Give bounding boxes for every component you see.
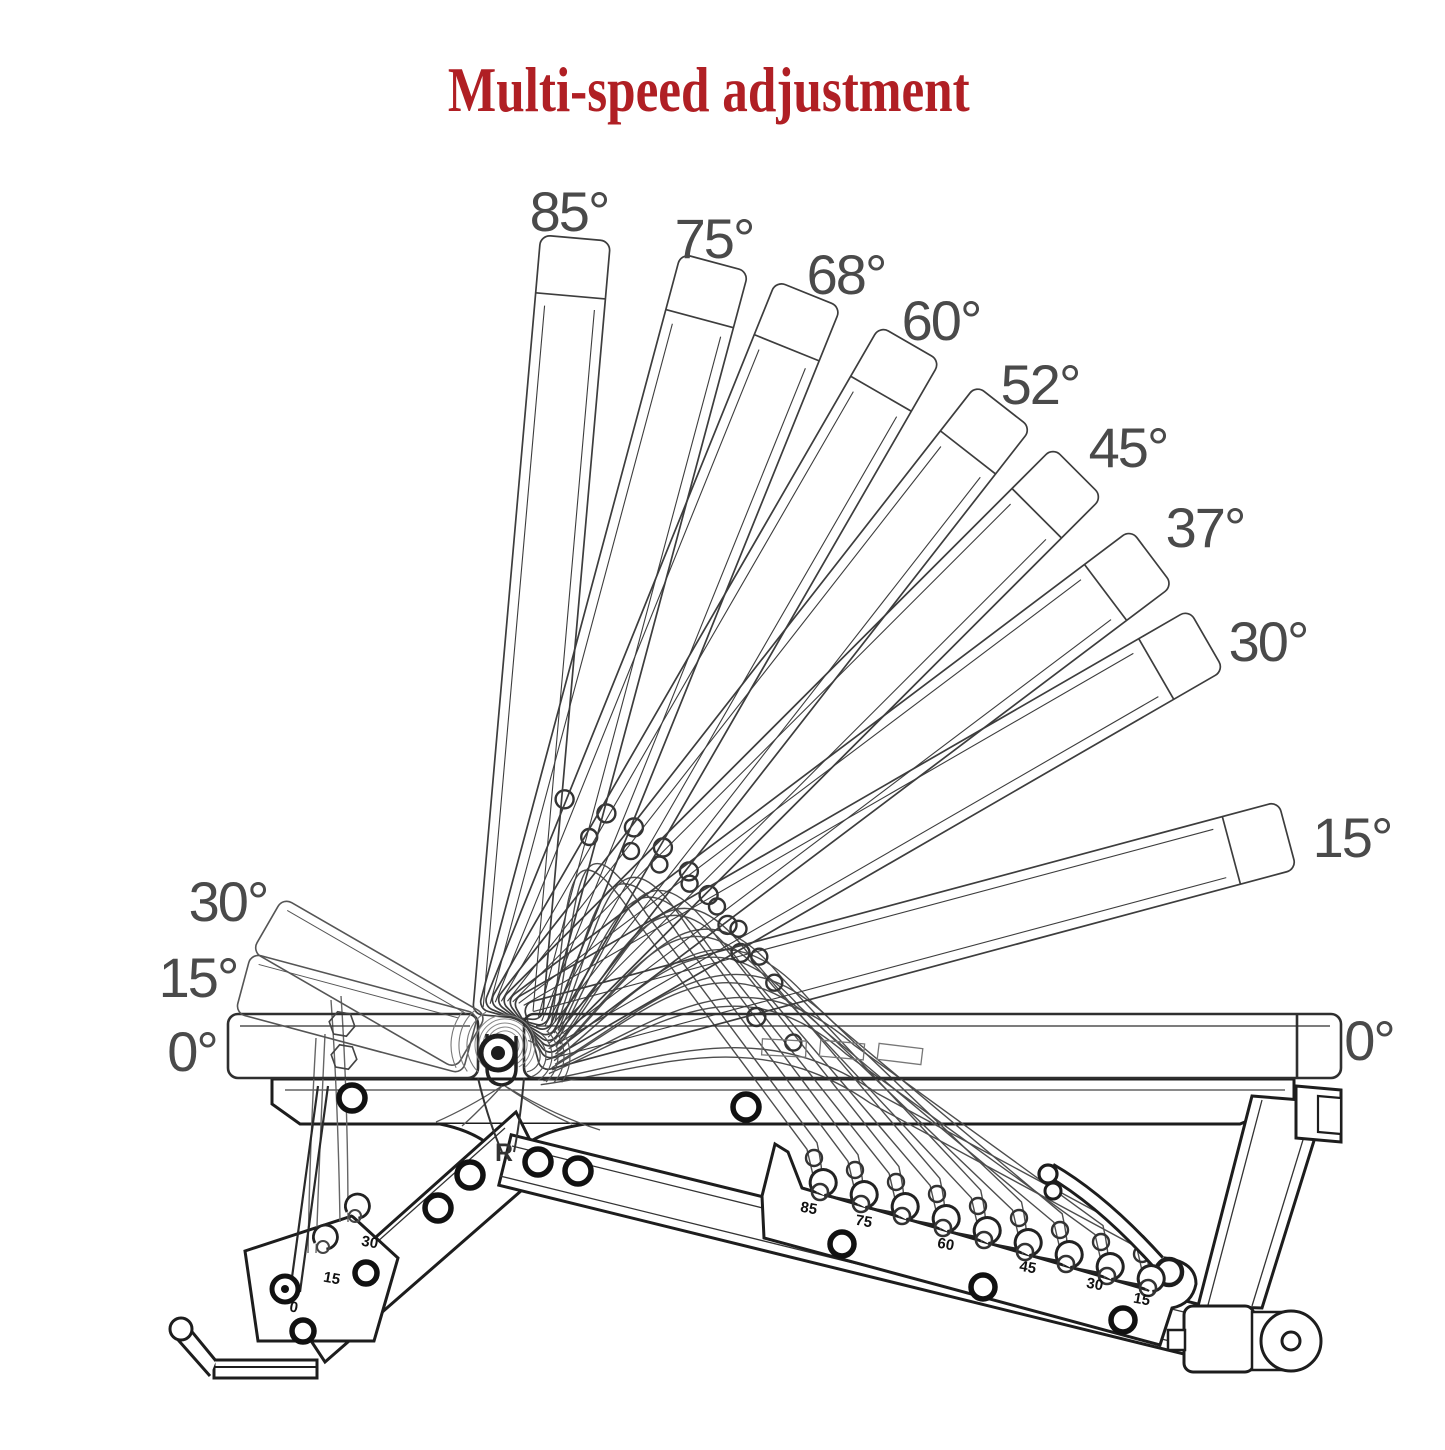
svg-text:45: 45 bbox=[1018, 1258, 1037, 1278]
svg-text:R: R bbox=[495, 1139, 513, 1167]
svg-text:30°: 30° bbox=[189, 870, 268, 933]
svg-text:30: 30 bbox=[360, 1233, 379, 1253]
svg-text:85°: 85° bbox=[530, 180, 609, 243]
svg-text:15°: 15° bbox=[1313, 806, 1392, 869]
svg-text:75: 75 bbox=[854, 1212, 873, 1232]
svg-text:Multi-speed adjustment: Multi-speed adjustment bbox=[448, 54, 970, 126]
svg-text:0: 0 bbox=[288, 1298, 299, 1316]
svg-text:52°: 52° bbox=[1001, 353, 1080, 416]
svg-text:68°: 68° bbox=[807, 243, 886, 306]
svg-text:15°: 15° bbox=[159, 946, 238, 1009]
svg-text:0°: 0° bbox=[167, 1020, 217, 1083]
svg-text:60: 60 bbox=[936, 1235, 955, 1255]
svg-text:15: 15 bbox=[322, 1269, 341, 1289]
svg-text:15: 15 bbox=[1132, 1290, 1151, 1310]
svg-text:45°: 45° bbox=[1089, 416, 1168, 479]
svg-text:75°: 75° bbox=[675, 207, 754, 270]
svg-text:60°: 60° bbox=[902, 289, 981, 352]
svg-text:30: 30 bbox=[1085, 1275, 1104, 1295]
svg-text:0°: 0° bbox=[1344, 1009, 1394, 1072]
svg-text:30°: 30° bbox=[1229, 610, 1308, 673]
svg-text:85: 85 bbox=[799, 1199, 818, 1219]
svg-text:37°: 37° bbox=[1166, 496, 1245, 559]
